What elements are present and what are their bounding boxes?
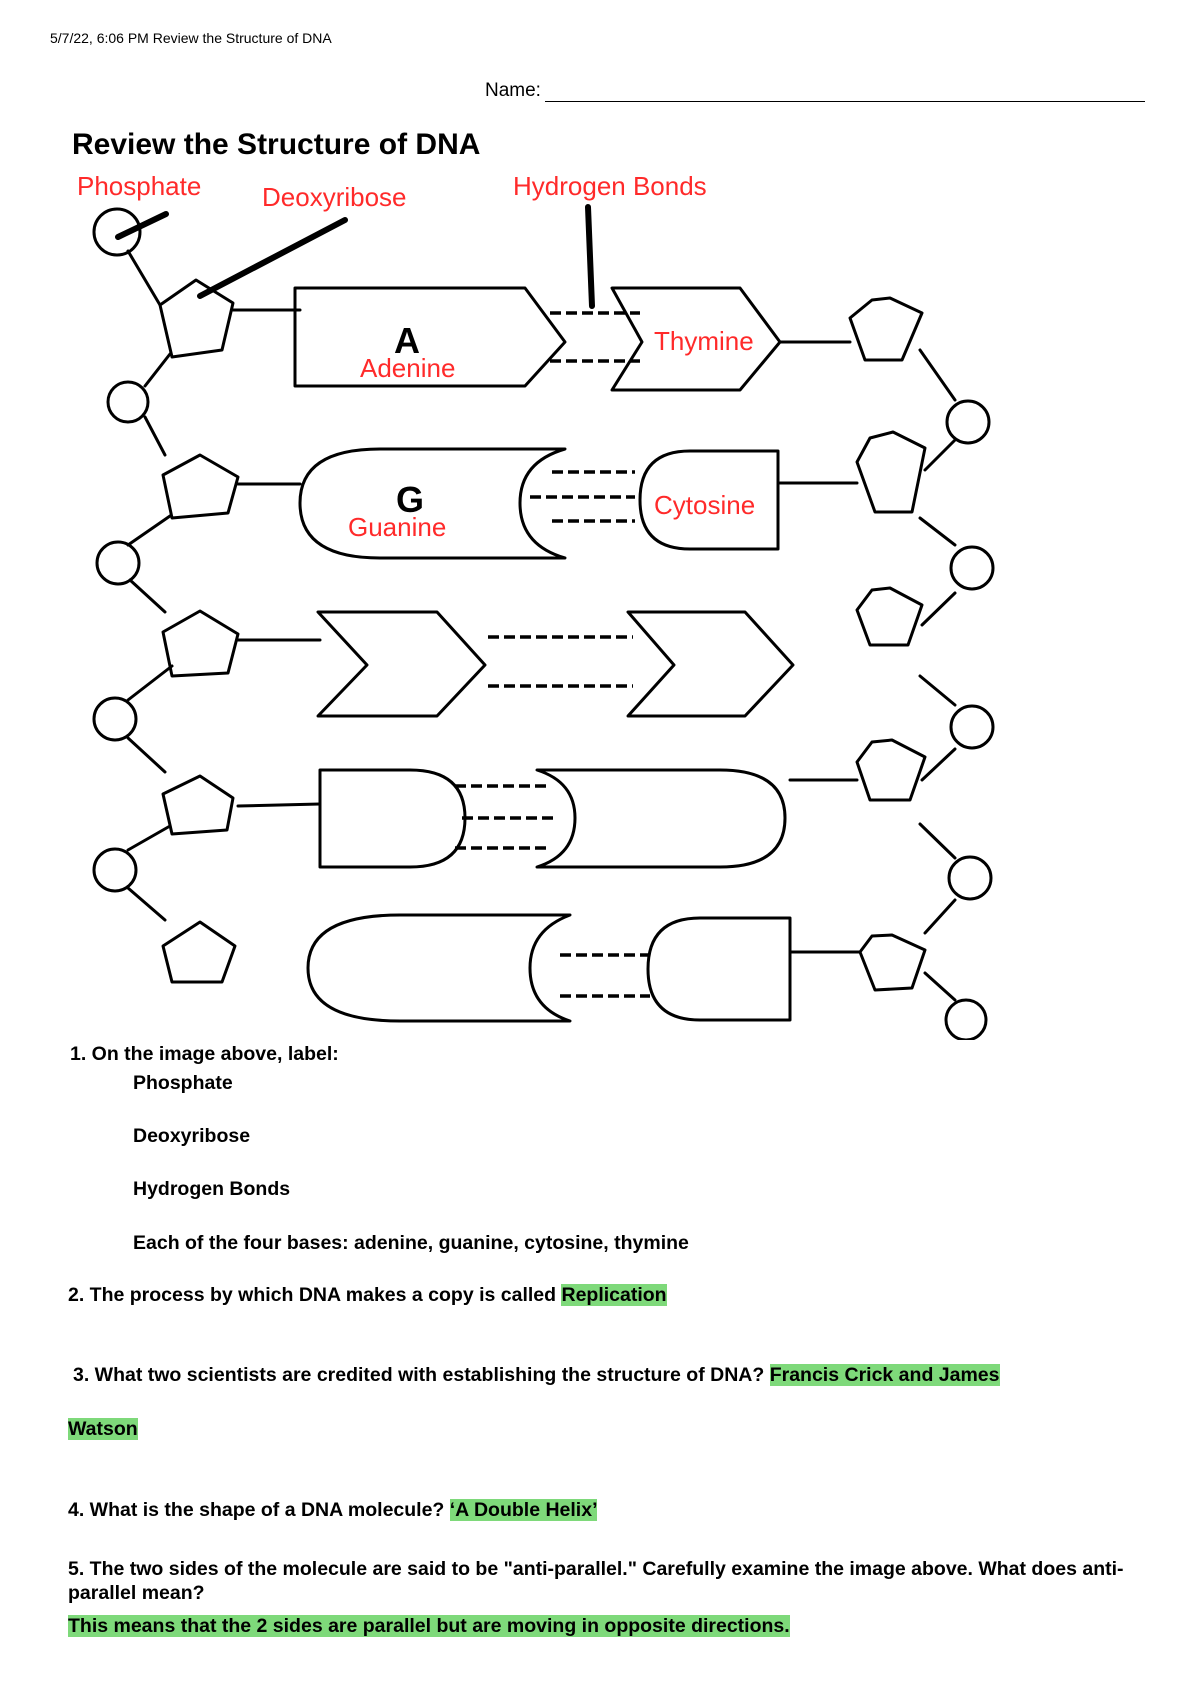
deoxyribose-pentagon [158,278,235,359]
phosphate-circle [106,380,150,424]
q4-text: 4. What is the shape of a DNA molecule? [68,1499,450,1521]
left-backbone [92,207,322,984]
hydrogen-bonds-pointer [585,204,595,309]
base-rounded-left [318,768,467,869]
phosphate-circle [947,855,993,901]
q2-text: 2. The process by which DNA makes a copy… [68,1284,562,1306]
q1-item: Each of the four bases: adenine, guanine… [133,1232,689,1254]
dna-diagram: A G Phosphate Deoxyribose Hydrogen Bonds… [77,171,995,1040]
print-doc-title: Review the Structure of DNA [152,30,332,46]
question-2: 2. The process by which DNA makes a copy… [68,1283,667,1307]
question-3-continued: Watson [68,1417,138,1441]
label-phosphate: Phosphate [77,171,201,201]
print-timestamp: 5/7/22, 6:06 PM [50,30,149,46]
deoxyribose-pentagon [161,774,235,836]
question-3: 3. What two scientists are credited with… [73,1363,1000,1387]
phosphate-circle [92,696,138,742]
deoxyribose-pointer [197,217,348,299]
q1-item: Deoxyribose [133,1125,251,1147]
question-5: 5. The two sides of the molecule are sai… [68,1558,1124,1604]
q3-answer-cont: Watson [68,1418,138,1440]
phosphate-circle [92,207,142,257]
deoxyribose-pentagon [855,430,927,514]
question-1: 1. On the image above, label: [70,1043,339,1065]
base-bottom-left [306,913,572,1023]
name-label: Name: [485,80,541,101]
deoxyribose-pentagon [855,738,927,802]
q1-item: Hydrogen Bonds [133,1178,291,1200]
q3-text: 3. What two scientists are credited with… [73,1364,770,1386]
name-field: Name: [485,80,1145,102]
right-backbone [778,296,995,1040]
label-cytosine: Cytosine [654,490,755,520]
base-guanine [298,447,567,560]
q1-item: Phosphate [133,1072,233,1094]
base-rounded-right [535,768,787,869]
q5-answer: This means that the 2 sides are parallel… [68,1615,790,1637]
phosphate-circle [92,847,138,893]
name-blank[interactable] [544,81,1145,102]
deoxyribose-pentagon [855,586,924,647]
deoxyribose-pentagon [161,920,237,984]
question-4: 4. What is the shape of a DNA molecule? … [68,1498,598,1522]
question-5-answer: This means that the 2 sides are parallel… [68,1614,790,1638]
q3-answer: Francis Crick and James [769,1364,1000,1386]
label-hydrogen-bonds: Hydrogen Bonds [513,171,707,201]
base-chevron-right [626,610,795,718]
label-deoxyribose: Deoxyribose [262,182,407,212]
label-guanine: Guanine [348,512,446,542]
base-adenine [293,286,567,388]
letter-g: G [396,479,424,520]
base-thymine [610,286,782,392]
hydrogen-bonds [455,311,650,998]
deoxyribose-pentagon [848,296,924,362]
q4-answer: ‘A Double Helix’ [449,1499,598,1521]
page-title: Review the Structure of DNA [72,128,481,161]
base-chevron-left [316,610,487,718]
phosphate-circle [949,704,995,750]
phosphate-circle [95,540,141,586]
letter-a: A [394,320,420,361]
label-adenine: Adenine [360,353,455,383]
deoxyribose-pentagon [161,453,240,520]
print-header: 5/7/22, 6:06 PM Review the Structure of … [50,30,332,46]
phosphate-pointer [115,211,169,240]
phosphate-circle [945,399,991,445]
phosphate-circle [944,998,988,1040]
phosphate-circle [949,545,995,591]
base-bottom-right [646,916,792,1022]
deoxyribose-pentagon [161,609,240,678]
base-cytosine [638,449,780,551]
label-thymine: Thymine [654,326,754,356]
q2-answer: Replication [561,1284,667,1306]
deoxyribose-pentagon [858,933,927,992]
